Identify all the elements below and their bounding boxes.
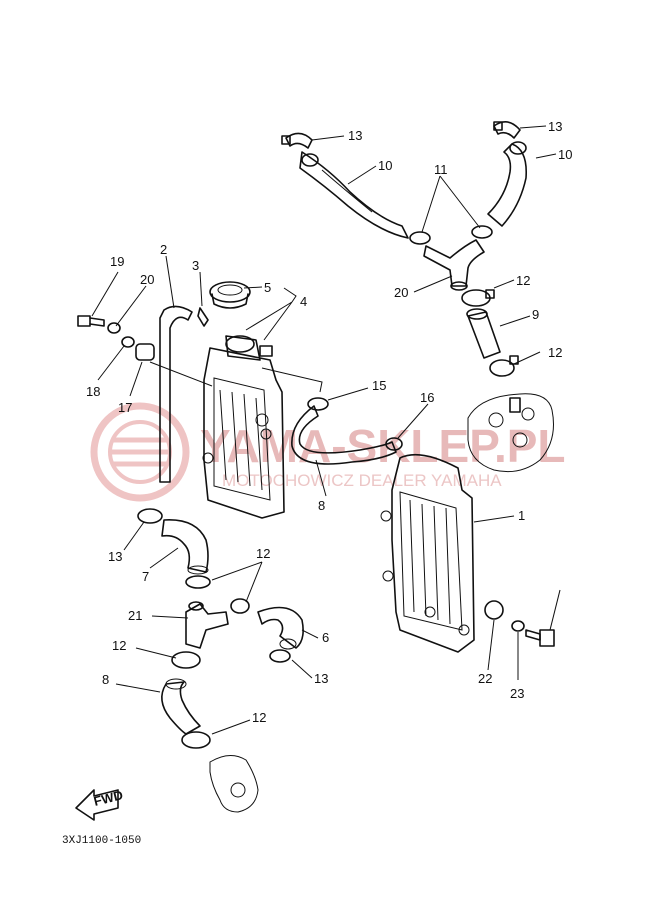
- radiator-left: [202, 335, 285, 519]
- callout-7: 7: [142, 569, 149, 584]
- clamp-12-lower: [489, 355, 519, 377]
- callout-6: 6: [322, 630, 329, 645]
- callout-22: 23: [510, 686, 524, 701]
- hose-6: [257, 606, 304, 650]
- damper-16: [135, 343, 155, 361]
- callout-8: 8: [102, 672, 109, 687]
- callout-3: 3: [192, 258, 199, 273]
- hose-10-right: [487, 141, 528, 227]
- callout-17: 18: [86, 384, 100, 399]
- clamp-12-mid: [461, 289, 495, 307]
- cylinder-head: [467, 393, 554, 473]
- callout-13-b: 13: [548, 119, 562, 134]
- watermark-logo: [90, 402, 190, 502]
- clamp-12-lower-d: [181, 731, 211, 749]
- callout-5: 5: [264, 280, 271, 295]
- clamp-13-lower-right: [269, 649, 291, 663]
- radiator-right: [380, 453, 475, 653]
- callout-12-e: 12: [112, 638, 126, 653]
- clamp-14: [307, 397, 329, 411]
- clamp-13-right: [493, 121, 521, 139]
- callout-10-a: 10: [378, 158, 392, 173]
- callout-16: 17: [118, 400, 132, 415]
- clamp-13-left: [281, 132, 313, 149]
- callout-11: 8: [318, 498, 325, 513]
- bolt-18: [77, 315, 105, 327]
- callout-12-d: 12: [256, 546, 270, 561]
- callout-13-d: 13: [314, 671, 328, 686]
- callout-10-b: 10: [558, 147, 572, 162]
- hose-11: [291, 405, 397, 465]
- breather-hose-2: [159, 305, 193, 483]
- callout-15: 16: [420, 390, 434, 405]
- callout-12-a: 11: [434, 162, 448, 177]
- callout-1: 1: [518, 508, 525, 523]
- callouts: 13 10 11 13 10 20 12 9 12 5 4 3 2 19 20 …: [86, 119, 572, 725]
- leader-lines: [91, 125, 561, 735]
- watermark: YAMA-SKLEP.PL MOTOCHOWICZ DEALER YAMAHA: [90, 402, 566, 502]
- clamp-12-lower-b: [230, 598, 250, 614]
- hose-10-left: [299, 151, 409, 239]
- diagram-code: 3XJ1100-1050: [62, 835, 141, 847]
- hose-7: [161, 519, 209, 575]
- callout-13-a: 13: [348, 128, 362, 143]
- water-pump-housing: [209, 755, 259, 813]
- washer-19: [107, 322, 121, 334]
- hose-9: [466, 308, 501, 359]
- callout-20-b: 21: [128, 608, 142, 623]
- clamp-12-lower-a: [185, 575, 211, 589]
- callout-9: 9: [532, 307, 539, 322]
- joint-20-upper: [423, 239, 485, 291]
- radiator-cap: [209, 281, 251, 309]
- callout-4: 4: [300, 294, 307, 309]
- collar-22: [511, 620, 525, 632]
- callout-20-a: 20: [394, 285, 408, 300]
- clamp-12-upper-pair: [409, 225, 493, 245]
- callout-12-f: 12: [252, 710, 266, 725]
- callout-18: 19: [110, 254, 124, 269]
- fwd-arrow: FWD: [75, 787, 124, 821]
- damper-21: [484, 600, 504, 620]
- collar-17: [121, 336, 135, 348]
- callout-12-b: 12: [516, 273, 530, 288]
- clamp-15: [385, 437, 403, 451]
- joint-20-lower: [185, 601, 229, 649]
- callout-21: 22: [478, 671, 492, 686]
- clamp-13-lower-left: [137, 508, 163, 524]
- callout-2: 2: [160, 242, 167, 257]
- watermark-sub: MOTOCHOWICZ DEALER YAMAHA: [222, 471, 502, 490]
- callout-13-c: 13: [108, 549, 122, 564]
- hose-8: [161, 678, 201, 735]
- clamp-12-lower-c: [171, 651, 201, 669]
- clip-3: [197, 307, 209, 327]
- callout-19: 20: [140, 272, 154, 287]
- callout-14: 15: [372, 378, 386, 393]
- callout-12-c: 12: [548, 345, 562, 360]
- bolt-23: [525, 629, 555, 647]
- fwd-label: FWD: [92, 787, 124, 809]
